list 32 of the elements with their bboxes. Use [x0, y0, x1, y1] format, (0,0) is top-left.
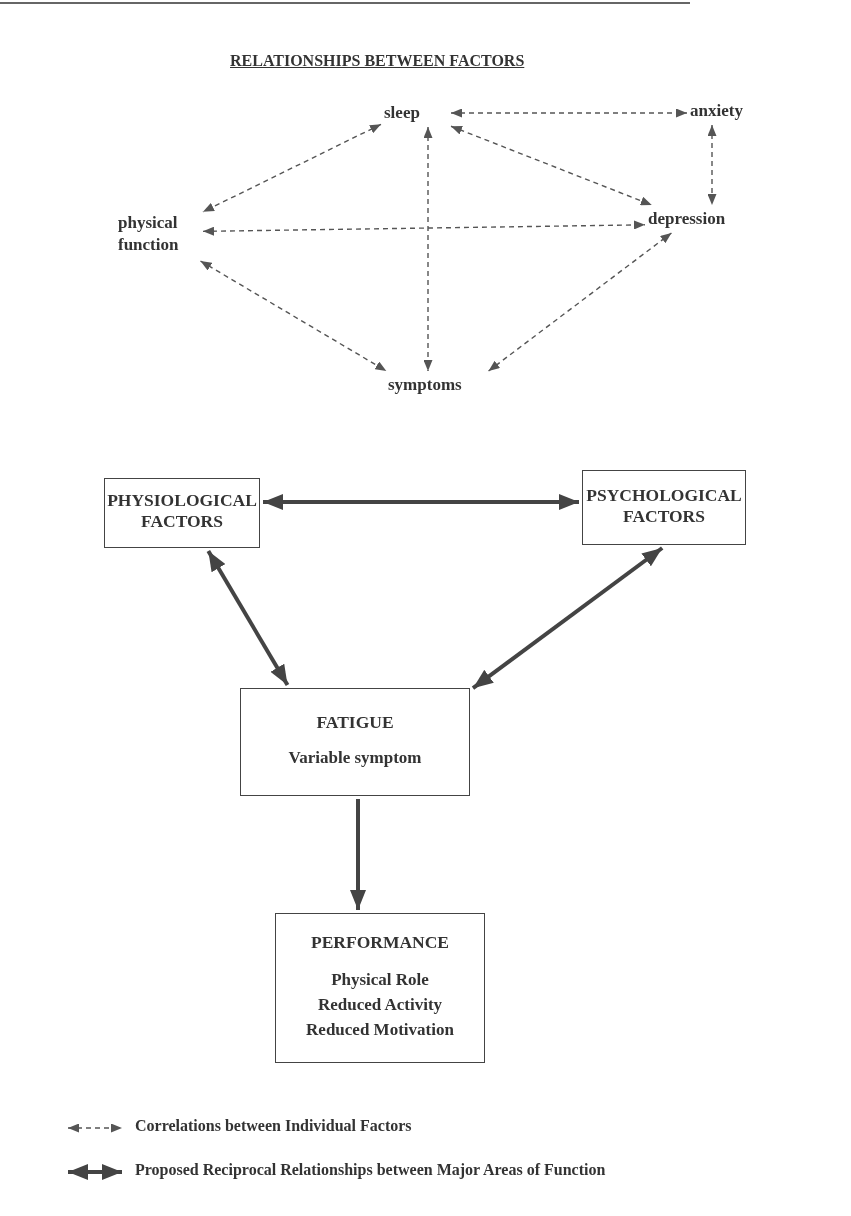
process-box — [104, 478, 260, 548]
factor-label: sleep — [384, 102, 448, 124]
factor-label: symptoms — [388, 374, 488, 396]
arrow — [206, 550, 290, 686]
legend-text: Proposed Reciprocal Relationships between Major Areas of Function — [135, 1161, 606, 1179]
process-box — [275, 913, 485, 1063]
dashed-arrow — [450, 108, 688, 118]
diagram-title: RELATIONSHIPS BETWEEN FACTORS — [230, 52, 525, 70]
dashed-arrow — [199, 260, 388, 372]
legend-text: Correlations between Individual Factors — [135, 1117, 412, 1135]
box-text: Reduced Activity — [317, 994, 443, 1015]
factor-label: depression — [648, 208, 752, 230]
box-text: Physical Role — [331, 969, 429, 990]
arrow — [263, 494, 579, 510]
box-text: Variable symptom — [288, 747, 422, 768]
dashed-arrow — [202, 123, 382, 213]
box-heading: PHYSIOLOGICAL FACTORS — [106, 490, 258, 532]
dashed-arrow — [487, 232, 673, 372]
box-heading: PERFORMANCE — [310, 932, 449, 953]
arrow — [350, 799, 366, 910]
dashed-arrow — [202, 220, 646, 236]
factor-label: anxiety — [690, 100, 760, 122]
factor-label: physical function — [118, 212, 200, 258]
box-heading: PSYCHOLOGICAL FACTORS — [585, 484, 743, 527]
arrow — [471, 546, 664, 690]
dashed-arrow — [423, 126, 433, 372]
box-heading: FATIGUE — [316, 712, 394, 733]
dashed-arrow — [707, 124, 717, 206]
box-text: Reduced Motivation — [306, 1019, 454, 1040]
dashed-arrow — [450, 125, 653, 206]
process-box — [582, 470, 746, 545]
process-box — [240, 688, 470, 796]
